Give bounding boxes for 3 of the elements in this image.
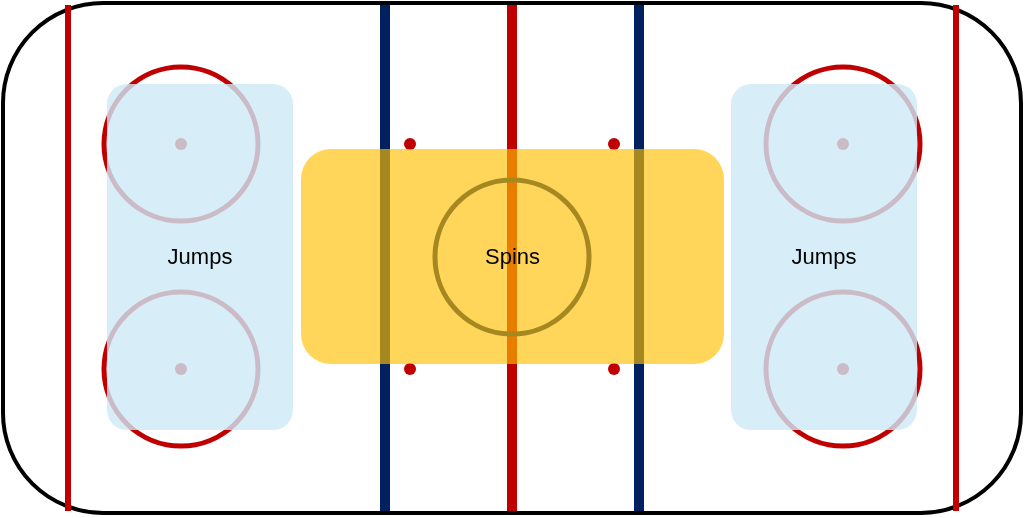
spin-zone: Spins xyxy=(301,149,724,364)
jump-zone: Jumps xyxy=(107,84,293,430)
jump-zone: Jumps xyxy=(731,84,917,430)
